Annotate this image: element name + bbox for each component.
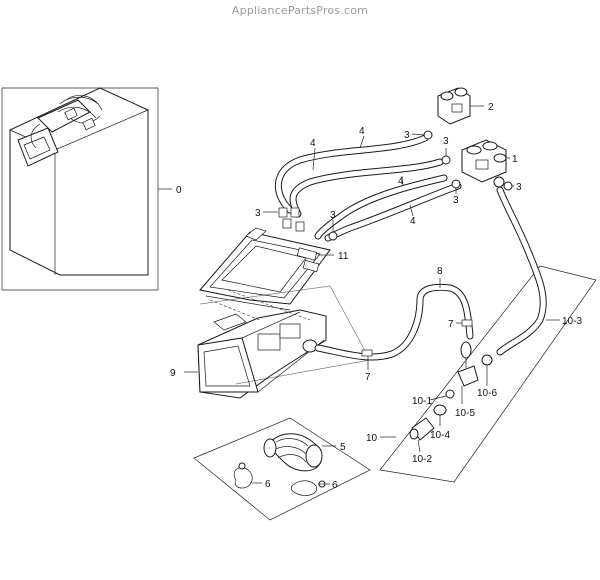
clamp-7-lower: 7 xyxy=(361,349,373,383)
assembly-5-6-frame xyxy=(193,417,371,521)
clamps-3: 3 3 3 3 3 3 xyxy=(255,130,522,241)
assembly-0-group: 0 xyxy=(1,87,182,291)
assembly-10-group: 10-3 10-6 10-5 10-1 10-4 10-2 10 xyxy=(366,186,597,483)
assembly-0-frame xyxy=(1,87,159,291)
callout-3d: 3 xyxy=(516,182,522,193)
dispenser-drawer-9: 9 xyxy=(170,289,327,399)
callout-4a: 4 xyxy=(359,126,365,137)
inlet-hoses-4: 4 4 4 4 xyxy=(274,126,462,242)
callout-4c: 4 xyxy=(398,176,404,187)
drawer-frame xyxy=(199,285,371,385)
callout-10-2: 10-2 xyxy=(412,454,432,465)
callout-10-6: 10-6 xyxy=(477,388,497,399)
watermark: AppliancePartsPros.com xyxy=(231,4,369,17)
callout-2: 2 xyxy=(488,102,494,113)
callout-0: 0 xyxy=(176,185,182,196)
assembly-5-6-group: 5 6 6 xyxy=(193,417,371,521)
callout-3e: 3 xyxy=(255,208,261,219)
callout-10-5: 10-5 xyxy=(455,408,475,419)
assembly-10-frame xyxy=(379,265,597,483)
callout-8: 8 xyxy=(437,266,443,277)
water-valve-1: 1 xyxy=(461,139,518,188)
water-valve-2: 2 xyxy=(437,87,494,125)
callout-6b: 6 xyxy=(332,480,338,491)
dispenser-cover-tab xyxy=(245,227,267,241)
callout-7a: 7 xyxy=(448,319,454,330)
callout-3b: 3 xyxy=(443,136,449,147)
callout-10-4: 10-4 xyxy=(430,430,450,441)
callout-3c: 3 xyxy=(453,195,459,206)
callout-10-3: 10-3 xyxy=(562,316,582,327)
callout-3f: 3 xyxy=(330,210,336,221)
callout-11: 11 xyxy=(338,251,349,262)
callout-10-1: 10-1 xyxy=(412,396,432,407)
clamp-7-upper: 7 xyxy=(448,319,473,330)
callout-5: 5 xyxy=(340,442,346,453)
callout-6a: 6 xyxy=(265,479,271,490)
callout-1: 1 xyxy=(512,154,518,165)
callout-4d: 4 xyxy=(410,216,416,227)
callout-4b: 4 xyxy=(310,138,316,149)
callout-9: 9 xyxy=(170,368,176,379)
drawer-outlet xyxy=(302,339,318,353)
callout-7b: 7 xyxy=(365,372,371,383)
hose-8: 8 xyxy=(314,266,474,361)
pump-10-5 xyxy=(457,365,479,387)
callout-3a: 3 xyxy=(404,130,410,141)
callout-10: 10 xyxy=(366,433,378,444)
